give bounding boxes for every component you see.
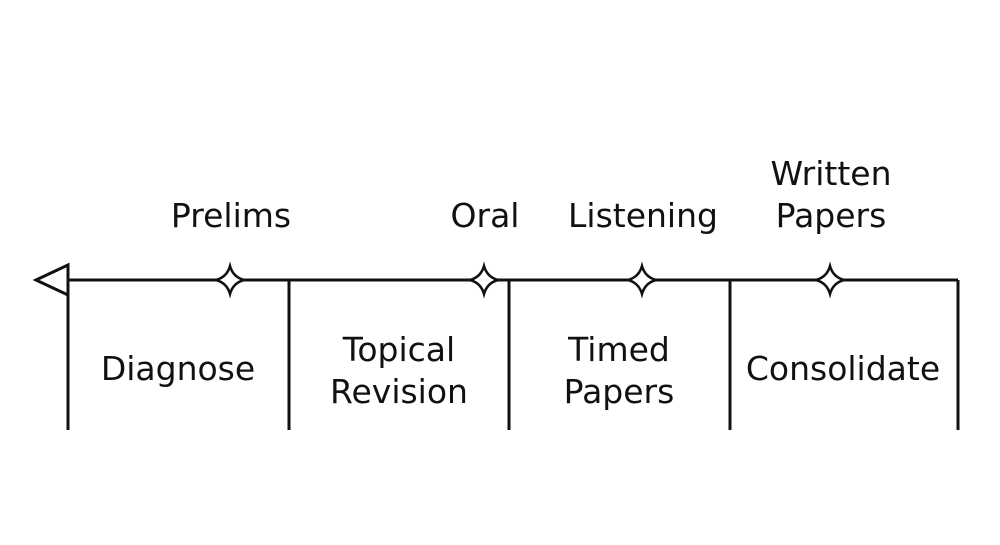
phase-label-topical-revision: Topical Revision [330,329,468,413]
milestone-label-written-papers: Written Papers [771,153,892,237]
phase-text-line1: Timed [568,330,670,369]
phase-label-timed-papers: Timed Papers [564,329,675,413]
phase-text: Consolidate [745,349,941,388]
phase-label-diagnose: Diagnose [101,348,255,390]
milestone-marker-listening [623,261,661,299]
phase-text-line2: Papers [563,372,675,411]
phase-text-line1: Topical [342,330,456,369]
milestone-text: Prelims [170,196,292,235]
milestone-label-listening: Listening [568,195,718,237]
phase-label-consolidate: Consolidate [746,348,940,390]
phase-text-line2: Revision [330,372,468,411]
phase-text: Diagnose [100,349,256,388]
milestone-text-line1: Written [770,154,892,193]
milestone-text: Listening [568,196,718,235]
milestone-marker-written-papers [811,261,849,299]
milestone-marker-prelims [211,261,249,299]
start-arrow-icon [32,262,70,298]
milestone-marker-oral [465,261,503,299]
milestone-text-line2: Papers [775,196,887,235]
milestone-label-oral: Oral [451,195,520,237]
milestone-text: Oral [450,196,520,235]
milestone-label-prelims: Prelims [171,195,291,237]
